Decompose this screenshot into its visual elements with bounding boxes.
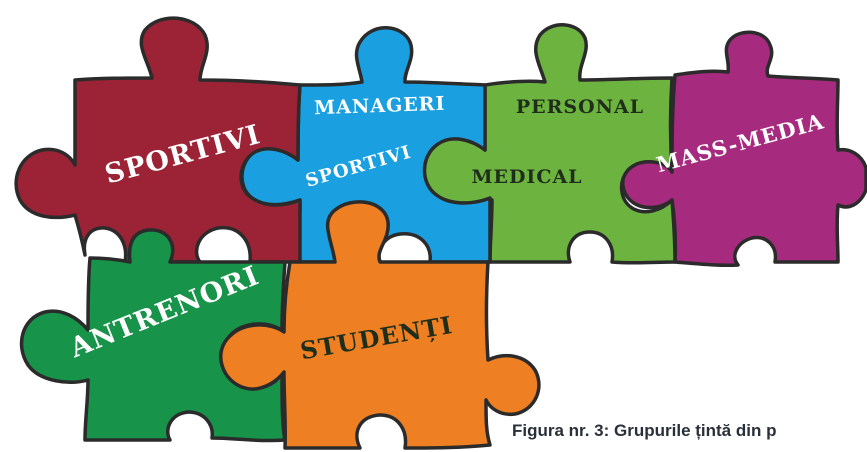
label-medical: MEDICAL bbox=[471, 166, 582, 188]
label-manageri: MANAGERI bbox=[314, 93, 446, 120]
piece-studenti bbox=[219, 200, 541, 450]
piece-mass-media bbox=[621, 30, 867, 267]
label-personal: PERSONAL bbox=[516, 96, 644, 118]
figure-caption: Figura nr. 3: Grupurile țintă din p bbox=[512, 421, 777, 440]
